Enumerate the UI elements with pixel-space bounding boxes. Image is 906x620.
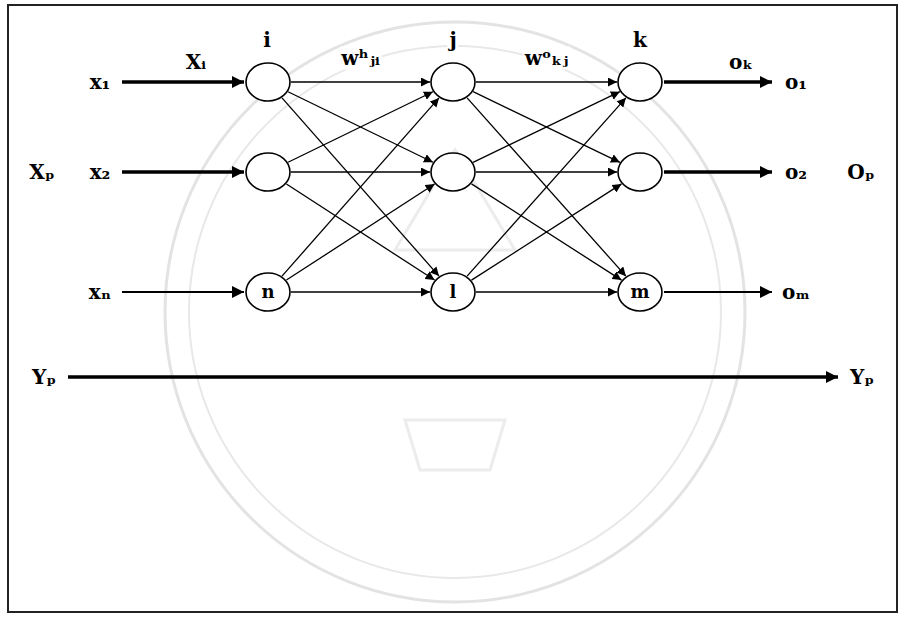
- input-arrow: [122, 291, 244, 293]
- weight-connection: [291, 291, 430, 292]
- weight-connection: [286, 184, 434, 280]
- neuron-outline: [246, 273, 290, 311]
- neuron-outline: [618, 63, 662, 101]
- label-slot: wʰⱼᵢ: [339, 47, 382, 70]
- label-slot: oₘ: [780, 281, 812, 304]
- neuron-index: m: [630, 282, 649, 302]
- neuron-outline: [430, 152, 476, 192]
- label-slot: j: [447, 29, 458, 52]
- neuron-index: l: [450, 282, 457, 302]
- output-symbol: oₘ: [780, 281, 812, 304]
- seal-ornament: [405, 420, 505, 470]
- label-slot: x₂: [88, 161, 113, 184]
- label-slot: wᵒₖⱼ: [523, 47, 570, 70]
- weight-connection: [282, 98, 439, 276]
- weight-label: wʰⱼᵢ: [339, 47, 382, 70]
- neuron-circle: [245, 62, 291, 102]
- neuron-circle: l: [430, 272, 476, 312]
- neuron-circle: m: [617, 272, 663, 312]
- pattern-symbol: Xₚ: [27, 161, 57, 184]
- neuron-outline: [618, 273, 662, 311]
- input-symbol: xₙ: [87, 281, 113, 304]
- weight-connection: [476, 81, 617, 82]
- label-slot: Yₚ: [30, 366, 58, 389]
- layer-index: i: [261, 29, 273, 52]
- neuron-circle: [617, 152, 663, 192]
- neuron-outline: [245, 152, 291, 192]
- label-slot: Xₚ: [27, 161, 57, 184]
- input-symbol: x₂: [88, 161, 113, 184]
- layer-index: j: [447, 29, 458, 52]
- neuron-index: n: [261, 282, 274, 302]
- neuron-circle: [430, 152, 476, 192]
- output-symbol: oₖ: [727, 51, 755, 74]
- input-symbol: x₁: [88, 71, 113, 94]
- weight-connection: [288, 92, 433, 162]
- neuron-outline: [246, 153, 290, 191]
- weight-connection: [286, 184, 434, 280]
- neuron-outline: [431, 153, 475, 191]
- neuron-outline: [245, 62, 291, 102]
- neuron-outline: [431, 63, 475, 101]
- neuron-circle: [245, 152, 291, 192]
- input-arrow: [122, 170, 244, 174]
- target-symbol: Yₚ: [848, 366, 876, 389]
- seal-ring: [165, 22, 745, 602]
- weight-connection: [473, 92, 620, 163]
- weight-connection: [476, 171, 617, 172]
- weight-connection: [291, 171, 430, 172]
- weight-connection: [472, 184, 622, 280]
- target-arrow: [68, 375, 838, 379]
- label-slot: Xᵢ: [184, 51, 208, 74]
- output-arrow: [664, 291, 772, 293]
- label-slot: x₁: [88, 71, 113, 94]
- weight-connection: [288, 92, 433, 162]
- weight-connection: [473, 92, 620, 163]
- label-slot: i: [261, 29, 273, 52]
- label-slot: o₂: [783, 161, 809, 184]
- output-symbol: o₁: [783, 71, 809, 94]
- label-slot: o₁: [783, 71, 809, 94]
- input-arrow: [122, 80, 244, 84]
- pattern-symbol: Oₚ: [845, 161, 876, 184]
- weight-label: wᵒₖⱼ: [523, 47, 570, 70]
- neuron-outline: [246, 63, 290, 101]
- frame-border: [8, 5, 897, 612]
- weight-connection: [467, 98, 626, 276]
- label-slot: xₙ: [87, 281, 113, 304]
- label-slot: Oₚ: [845, 161, 876, 184]
- neuron-circle: [430, 62, 476, 102]
- weight-connection: [291, 81, 430, 82]
- output-symbol: o₂: [783, 161, 809, 184]
- layer-index: k: [631, 29, 649, 52]
- label-slot: k: [631, 29, 649, 52]
- neuron-outline: [430, 62, 476, 102]
- weight-connection: [476, 291, 617, 292]
- neuron-outline: [617, 152, 663, 192]
- weight-connection: [472, 184, 622, 280]
- output-arrow: [664, 80, 772, 84]
- weight-connection: [467, 98, 626, 276]
- neuron-outline: [431, 273, 475, 311]
- neuron-outline: [618, 153, 662, 191]
- label-slot: oₖ: [727, 51, 755, 74]
- output-arrow: [664, 170, 772, 174]
- seal-ring: [189, 46, 721, 578]
- target-symbol: Yₚ: [30, 366, 58, 389]
- neuron-circle: n: [245, 272, 291, 312]
- neuron-circle: [617, 62, 663, 102]
- weight-connection: [282, 98, 439, 276]
- neuron-outline: [617, 62, 663, 102]
- input-symbol: Xᵢ: [184, 51, 208, 74]
- label-slot: Yₚ: [848, 366, 876, 389]
